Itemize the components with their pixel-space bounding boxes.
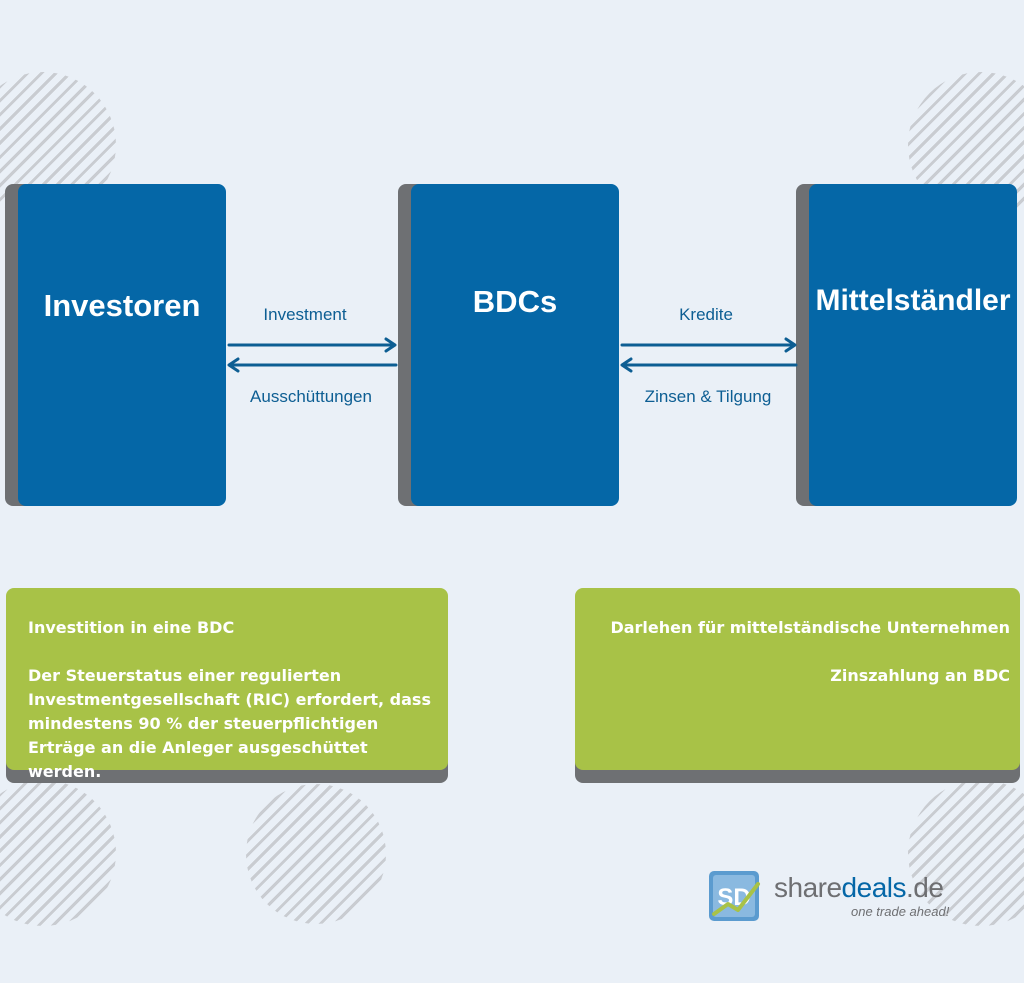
logo-tagline: one trade ahead! [851, 904, 950, 919]
bdc-note-card: Darlehen für mittelständische Unternehme… [575, 588, 1020, 770]
zinsen-label: Zinsen & Tilgung [644, 387, 772, 406]
kredite-label: Kredite [679, 305, 733, 324]
investor-note-heading: Investition in eine BDC [28, 618, 235, 637]
zinsen-arrowhead [620, 357, 633, 373]
ausschuettungen-arrowhead [227, 357, 240, 373]
investor-note-body: Der Steuerstatus einer regulierten Inves… [28, 666, 431, 781]
logo-word-tld: .de [905, 872, 944, 903]
investor-note-card: Investition in eine BDC Der Steuerstatus… [6, 588, 448, 781]
investors-box: Investoren [18, 184, 226, 506]
kredite-arrowhead [784, 337, 797, 353]
bdc-note-line1: Darlehen für mittelständische Unternehme… [610, 618, 1010, 637]
investment-arrowhead [384, 337, 397, 353]
hatched-circle-decoration [0, 780, 116, 926]
investment-label: Investment [263, 305, 347, 324]
ausschuettungen-label: Ausschüttungen [250, 387, 372, 406]
sharedeals-logo-mark: SD [709, 871, 760, 921]
bdcs-title: BDCs [472, 284, 558, 319]
hatched-circle-decoration [908, 780, 1024, 926]
sharedeals-logo: SD sharedeals.de one trade ahead! [708, 870, 970, 924]
bdcs-box: BDCs [411, 184, 619, 506]
bdc-note-line2: Zinszahlung an BDC [830, 666, 1010, 685]
logo-word-share: share [774, 872, 842, 903]
mittelstand-box: Mittelständler [809, 184, 1017, 506]
investors-title: Investoren [43, 288, 201, 323]
mittelstand-title: Mittelständler [815, 284, 1011, 317]
logo-word-deals: deals [841, 872, 907, 903]
hatched-circle-decoration [246, 784, 386, 924]
logo-wordmark: sharedeals.de [774, 872, 944, 904]
